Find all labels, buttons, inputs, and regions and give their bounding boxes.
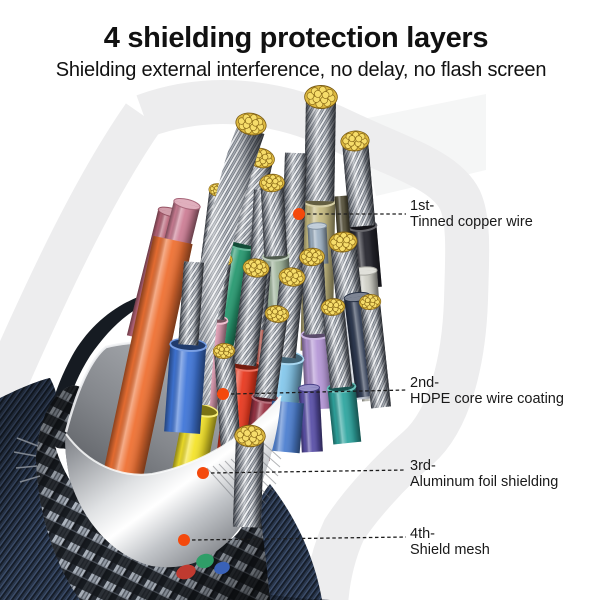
svg-text:4 shielding protection layers: 4 shielding protection layers — [104, 22, 489, 54]
svg-text:1st-: 1st- — [410, 198, 434, 214]
svg-text:Shield mesh: Shield mesh — [410, 542, 490, 558]
svg-text:4th-: 4th- — [410, 526, 435, 542]
svg-text:Shielding external interferenc: Shielding external interference, no dela… — [56, 59, 547, 81]
svg-text:HDPE core wire coating: HDPE core wire coating — [410, 391, 564, 407]
svg-text:Aluminum foil shielding: Aluminum foil shielding — [410, 474, 558, 490]
svg-text:3rd-: 3rd- — [410, 458, 436, 474]
svg-text:Tinned copper wire: Tinned copper wire — [410, 214, 533, 230]
svg-text:2nd-: 2nd- — [410, 375, 439, 391]
